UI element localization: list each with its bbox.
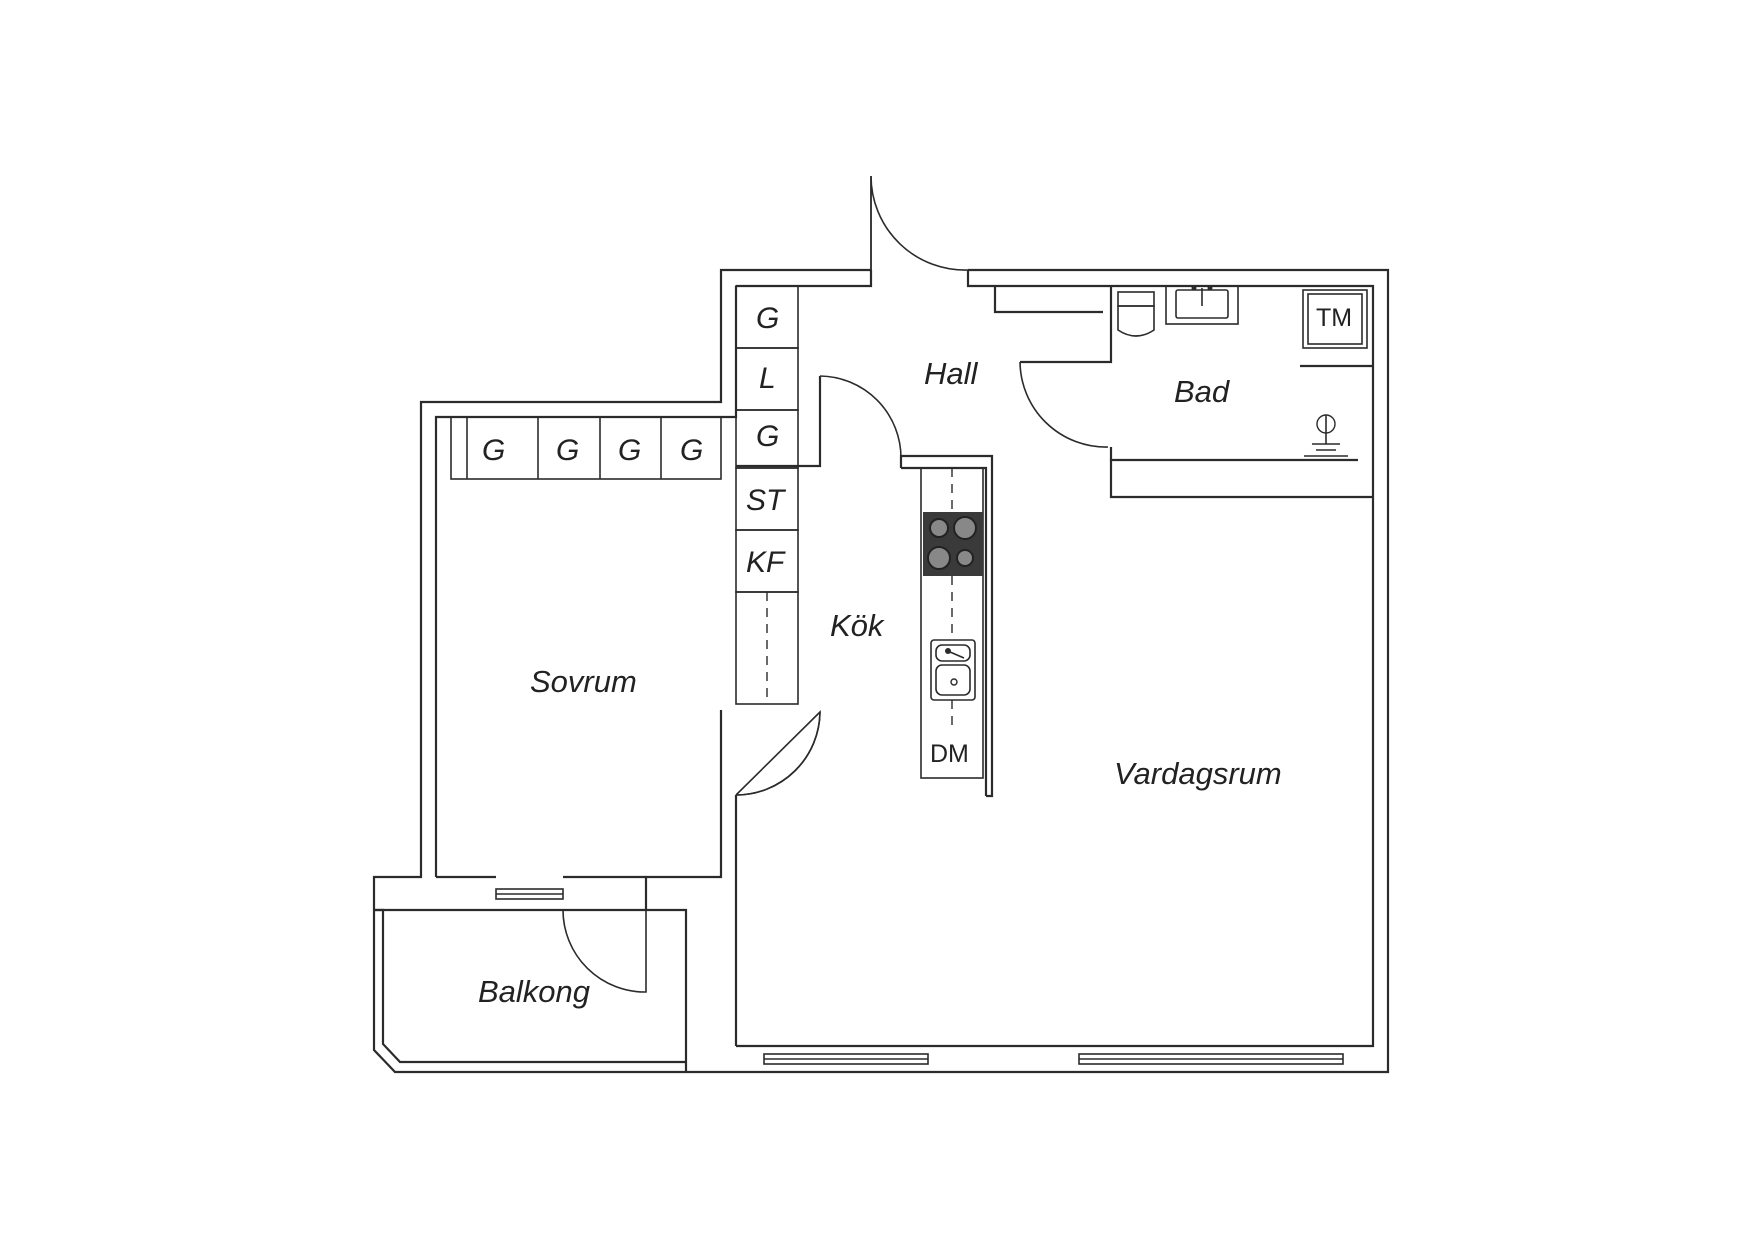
exterior-walls xyxy=(372,268,1390,1074)
room-label-vardagsrum: Vardagsrum xyxy=(1114,756,1282,791)
wardrobe-label: G xyxy=(482,434,505,467)
toilet-icon xyxy=(1117,291,1155,337)
doors xyxy=(562,175,1109,993)
room-label-balkong: Balkong xyxy=(478,974,590,1009)
dishwasher-label: DM xyxy=(930,740,969,768)
wardrobe-label: G xyxy=(756,302,779,335)
room-label-bad: Bad xyxy=(1174,374,1231,409)
bedroom-door xyxy=(735,710,821,796)
balcony-door xyxy=(562,909,647,993)
bedroom-wardrobes xyxy=(450,416,722,480)
kitchen-sink-icon xyxy=(930,639,976,701)
bathroom-sink-icon xyxy=(1165,285,1239,325)
windows xyxy=(495,888,1344,1065)
room-label-sovrum: Sovrum xyxy=(530,664,637,699)
wardrobe-label: G xyxy=(756,420,779,453)
room-label-hall: Hall xyxy=(924,356,979,391)
wardrobe-label: G xyxy=(556,434,579,467)
room-label-kok: Kök xyxy=(830,608,885,643)
wardrobe-label: G xyxy=(618,434,641,467)
wardrobe-label: G xyxy=(680,434,703,467)
kitchen-counter-left xyxy=(735,467,799,705)
shower-icon xyxy=(1304,414,1348,457)
fridge-freezer-label: KF xyxy=(746,546,786,579)
linen-closet-label: L xyxy=(759,362,776,395)
kitchen-door xyxy=(819,375,902,459)
stove-icon xyxy=(923,512,983,576)
interior-walls xyxy=(436,270,1375,1048)
fridge-label: ST xyxy=(746,484,787,517)
entrance-door xyxy=(870,175,969,271)
kitchen-island xyxy=(920,467,984,779)
washing-machine-label: TM xyxy=(1316,304,1352,332)
bathroom-door xyxy=(1019,361,1109,448)
washing-machine-icon xyxy=(1302,289,1368,349)
